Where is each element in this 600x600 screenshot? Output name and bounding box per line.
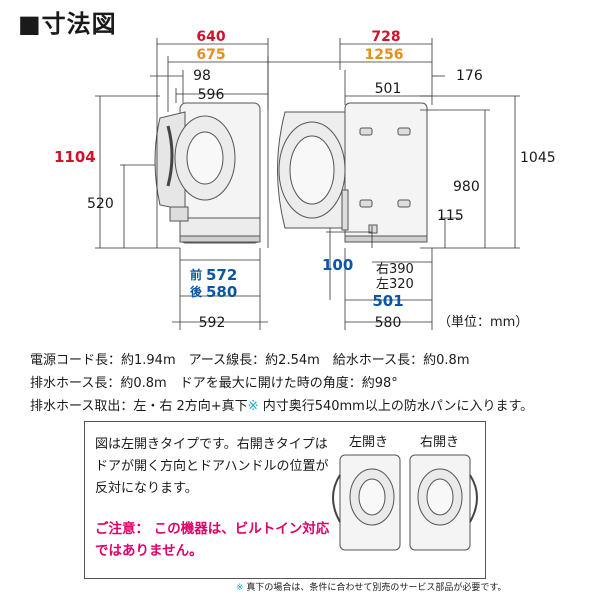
dim-520: 520 [87,196,114,212]
front-detergent [169,206,189,222]
spec-line-3: 排水ホース取出：左・右 2方向+真下※ 内寸奥行540mm以上の防水パンに入りま… [30,395,533,414]
page-title: ■寸法図 [18,10,117,38]
unit-label: （単位：mm） [438,314,528,330]
spec-line-3b: 内寸奥行540mm以上の防水パンに入ります。 [258,399,534,414]
dim-580-base: 580 [375,315,402,331]
dim-572: 572 [206,266,237,284]
door-handle [166,125,174,187]
front-view-machine [154,102,261,244]
dim-115: 115 [437,208,464,224]
dim-501-bottom: 501 [372,292,403,310]
dim-1045: 1045 [520,150,556,166]
side-body [344,102,428,242]
label-front: 前 [190,267,202,282]
spec-line-3a: 排水ホース取出：左・右 2方向+真下 [30,399,248,414]
label-back: 後 [190,284,203,299]
footnote: ※ 真下の場合は、条件に合わせて別売のサービス部品が必要です。 [236,580,507,593]
side-view-machine [277,102,428,243]
dim-675: 675 [196,47,225,63]
dim-596: 596 [198,87,225,103]
dim-1256: 1256 [365,47,404,63]
spec-line-2: 排水ホース長：約0.8m ドアを最大に開けた時の角度：約98° [30,376,398,391]
caution-text: ご注意： この機器は、ビルトイン対応ではありません。 [95,521,330,559]
right-open-illustration [409,454,478,551]
dim-right390: 右390 [376,262,414,277]
spec-note-mark: ※ [247,399,259,414]
note-text: 図は左開きタイプです。右開きタイプはドアが開く方向とドアハンドルの位置が反対にな… [95,437,329,496]
left-open-illustration [332,454,401,551]
dim-176: 176 [456,68,483,84]
left-open-label: 左開き [349,435,388,450]
dim-98: 98 [193,68,211,84]
dim-728: 728 [371,29,400,45]
dim-left320: 左320 [376,277,414,292]
dim-980: 980 [453,179,480,195]
spec-line-1: 電源コード長：約1.94m アース線長：約2.54m 給水ホース長：約0.8m [30,353,470,368]
front-base [179,217,261,237]
note-box: 図は左開きタイプです。右開きタイプはドアが開く方向とドアハンドルの位置が反対にな… [84,421,486,579]
right-open-label: 右開き [420,435,459,450]
dim-580-back: 580 [206,283,237,301]
footnote-mark: ※ [236,583,244,593]
front-dimension-lines [95,38,269,330]
footnote-text: 真下の場合は、条件に合わせて別売のサービス部品が必要です。 [243,583,507,593]
dim-640: 640 [196,29,225,45]
hose-outlet [368,224,378,234]
dim-501-top: 501 [375,81,402,97]
dim-100: 100 [322,256,353,274]
dim-1104: 1104 [54,148,96,166]
side-dimension-lines [267,38,520,330]
dim-592: 592 [199,315,226,331]
